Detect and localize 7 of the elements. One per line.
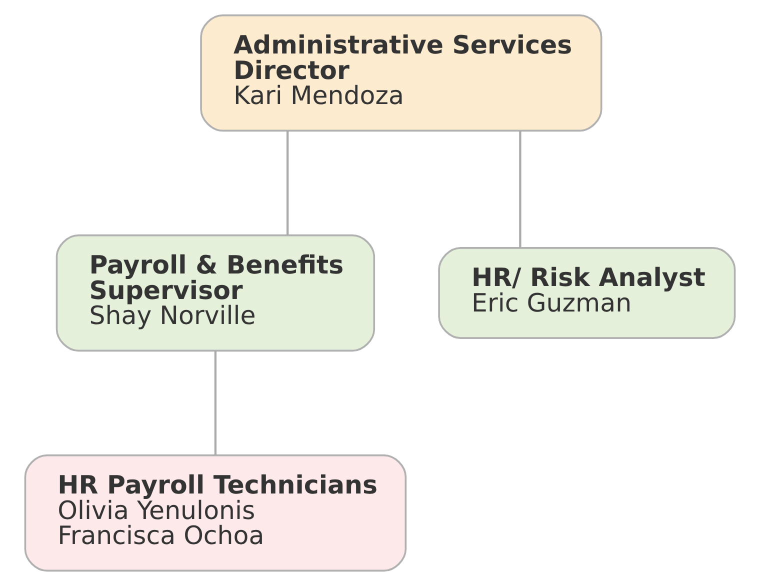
node-box: Administrative Services Director Kari Mendoza (200, 14, 602, 132)
node-box: HR Payroll Technicians Olivia Yenulonis Francisca Ochoa (24, 454, 407, 572)
connector (286, 130, 289, 235)
node-box: Payroll & Benefits Supervisor Shay Norville (56, 234, 376, 352)
connector (214, 350, 217, 455)
connector (519, 130, 522, 248)
node-box: HR/ Risk Analyst Eric Guzman (438, 247, 736, 339)
